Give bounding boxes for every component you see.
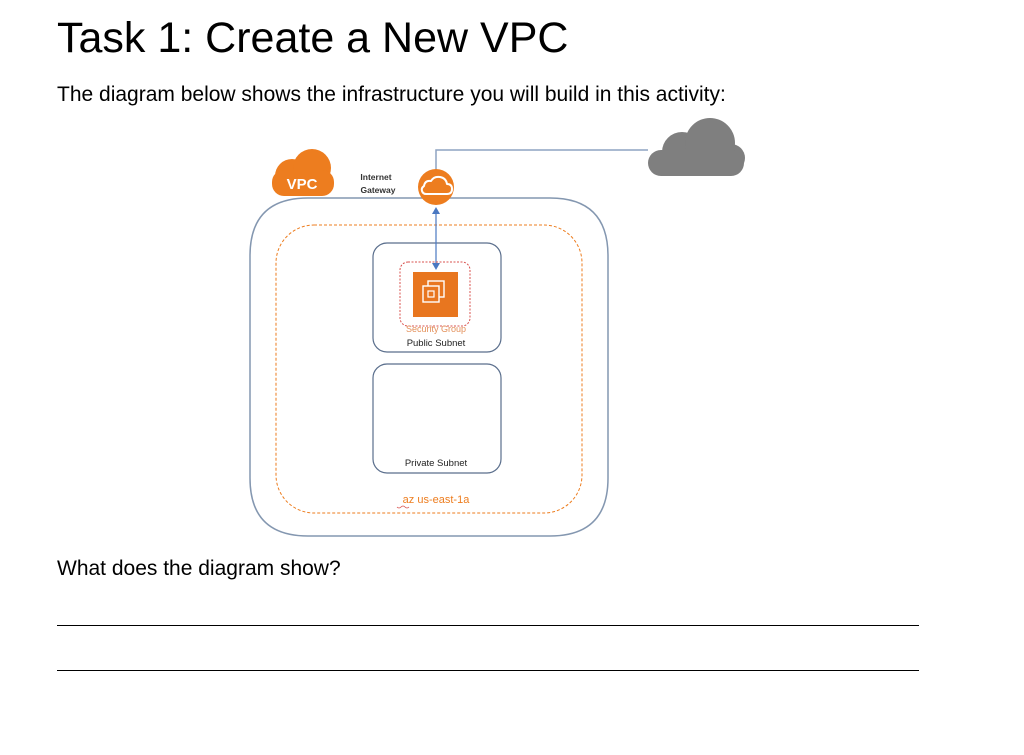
security-group-label: Security Group: [406, 324, 466, 334]
gateway-instance-arrow: [432, 207, 440, 270]
az-label-underline: [396, 505, 410, 509]
vpc-diagram: VPC Internet Gateway Security Group Publ…: [249, 118, 745, 537]
private-subnet-label: Private Subnet: [405, 458, 468, 469]
az-label: az us-east-1a: [403, 494, 471, 506]
private-subnet-box: [372, 363, 502, 474]
internet-gateway-icon: [418, 169, 454, 205]
gateway-label-line1: Internet: [360, 172, 391, 182]
internet-connector-line: [435, 149, 648, 170]
answer-line-2[interactable]: [57, 670, 919, 671]
vpc-boundary: [249, 197, 609, 537]
ec2-instance-icon: [413, 272, 458, 317]
intro-text: The diagram below shows the infrastructu…: [57, 83, 726, 106]
internet-cloud-icon: [648, 118, 745, 176]
gateway-label-line2: Gateway: [361, 185, 396, 195]
question-text: What does the diagram show?: [57, 557, 341, 580]
page-title: Task 1: Create a New VPC: [57, 14, 569, 62]
vpc-label: VPC: [287, 176, 318, 193]
availability-zone-boundary: [275, 224, 583, 514]
security-group-box: [399, 261, 471, 327]
answer-line-1[interactable]: [57, 625, 919, 626]
public-subnet-label: Public Subnet: [407, 338, 466, 349]
vpc-badge: VPC: [272, 149, 334, 196]
